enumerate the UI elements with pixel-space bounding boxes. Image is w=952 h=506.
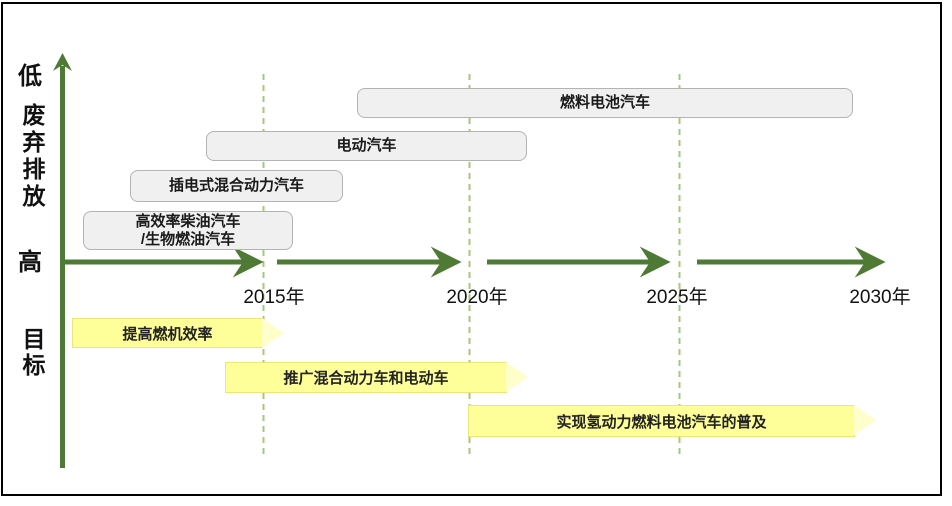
tech-box-plugin-hybrid-label: 插电式混合动力汽车 [168, 177, 304, 194]
timeline-arrows [65, 246, 886, 278]
y-axis-label-low: 低 [18, 63, 42, 90]
tech-box-electric: 电动汽车 [206, 131, 527, 161]
goal-axis-label: 目标 [19, 327, 45, 379]
year-label-2015: 2015年 [243, 287, 305, 308]
timeline-arrowhead-4-icon [854, 246, 886, 278]
y-axis-label-high: 高 [18, 249, 42, 276]
dashed-gridlines [262, 74, 681, 458]
timeline-arrowhead-3-icon [639, 246, 671, 278]
tech-box-plugin-hybrid: 插电式混合动力汽车 [130, 170, 343, 202]
year-label-2025: 2025年 [646, 287, 708, 308]
goal-banner-engine-efficiency: 提高燃机效率 [72, 318, 284, 348]
timeline-arrowhead-1-icon [232, 246, 264, 278]
goal-banner-hydrogen-fuel-cell-label: 实现氢动力燃料电池汽车的普及 [556, 413, 767, 431]
y-axis-arrow [53, 53, 72, 468]
goal-banner-engine-efficiency-label: 提高燃机效率 [122, 325, 213, 343]
year-label-2030: 2030年 [849, 287, 911, 308]
tech-box-electric-label: 电动汽车 [336, 137, 397, 154]
goal-banner-promote-hybrid-ev-label: 推广混合动力车和电动车 [283, 370, 449, 387]
banner-arrow-tip-icon [262, 318, 284, 348]
y-axis-arrowhead-icon [53, 53, 72, 71]
goal-banner-hydrogen-fuel-cell: 实现氢动力燃料电池汽车的普及 [468, 405, 876, 437]
timeline-arrowhead-2-icon [430, 246, 462, 278]
banner-arrow-tip-icon [506, 362, 528, 392]
goal-banner-promote-hybrid-ev: 推广混合动力车和电动车 [225, 362, 528, 393]
y-axis-title-emissions: 废弃排放 [19, 103, 45, 211]
tech-box-diesel-line1: 高效率柴油汽车 [135, 212, 241, 230]
tech-box-diesel-biofuel: 高效率柴油汽车 /生物燃油汽车 [83, 211, 293, 250]
tech-box-fuel-cell-label: 燃料电池汽车 [559, 94, 650, 111]
year-label-2020: 2020年 [446, 287, 508, 308]
banner-arrow-tip-icon [854, 405, 876, 435]
outer-frame [1, 2, 942, 496]
tech-box-fuel-cell: 燃料电池汽车 [357, 88, 853, 118]
tech-box-diesel-line2: /生物燃油汽车 [140, 230, 236, 248]
